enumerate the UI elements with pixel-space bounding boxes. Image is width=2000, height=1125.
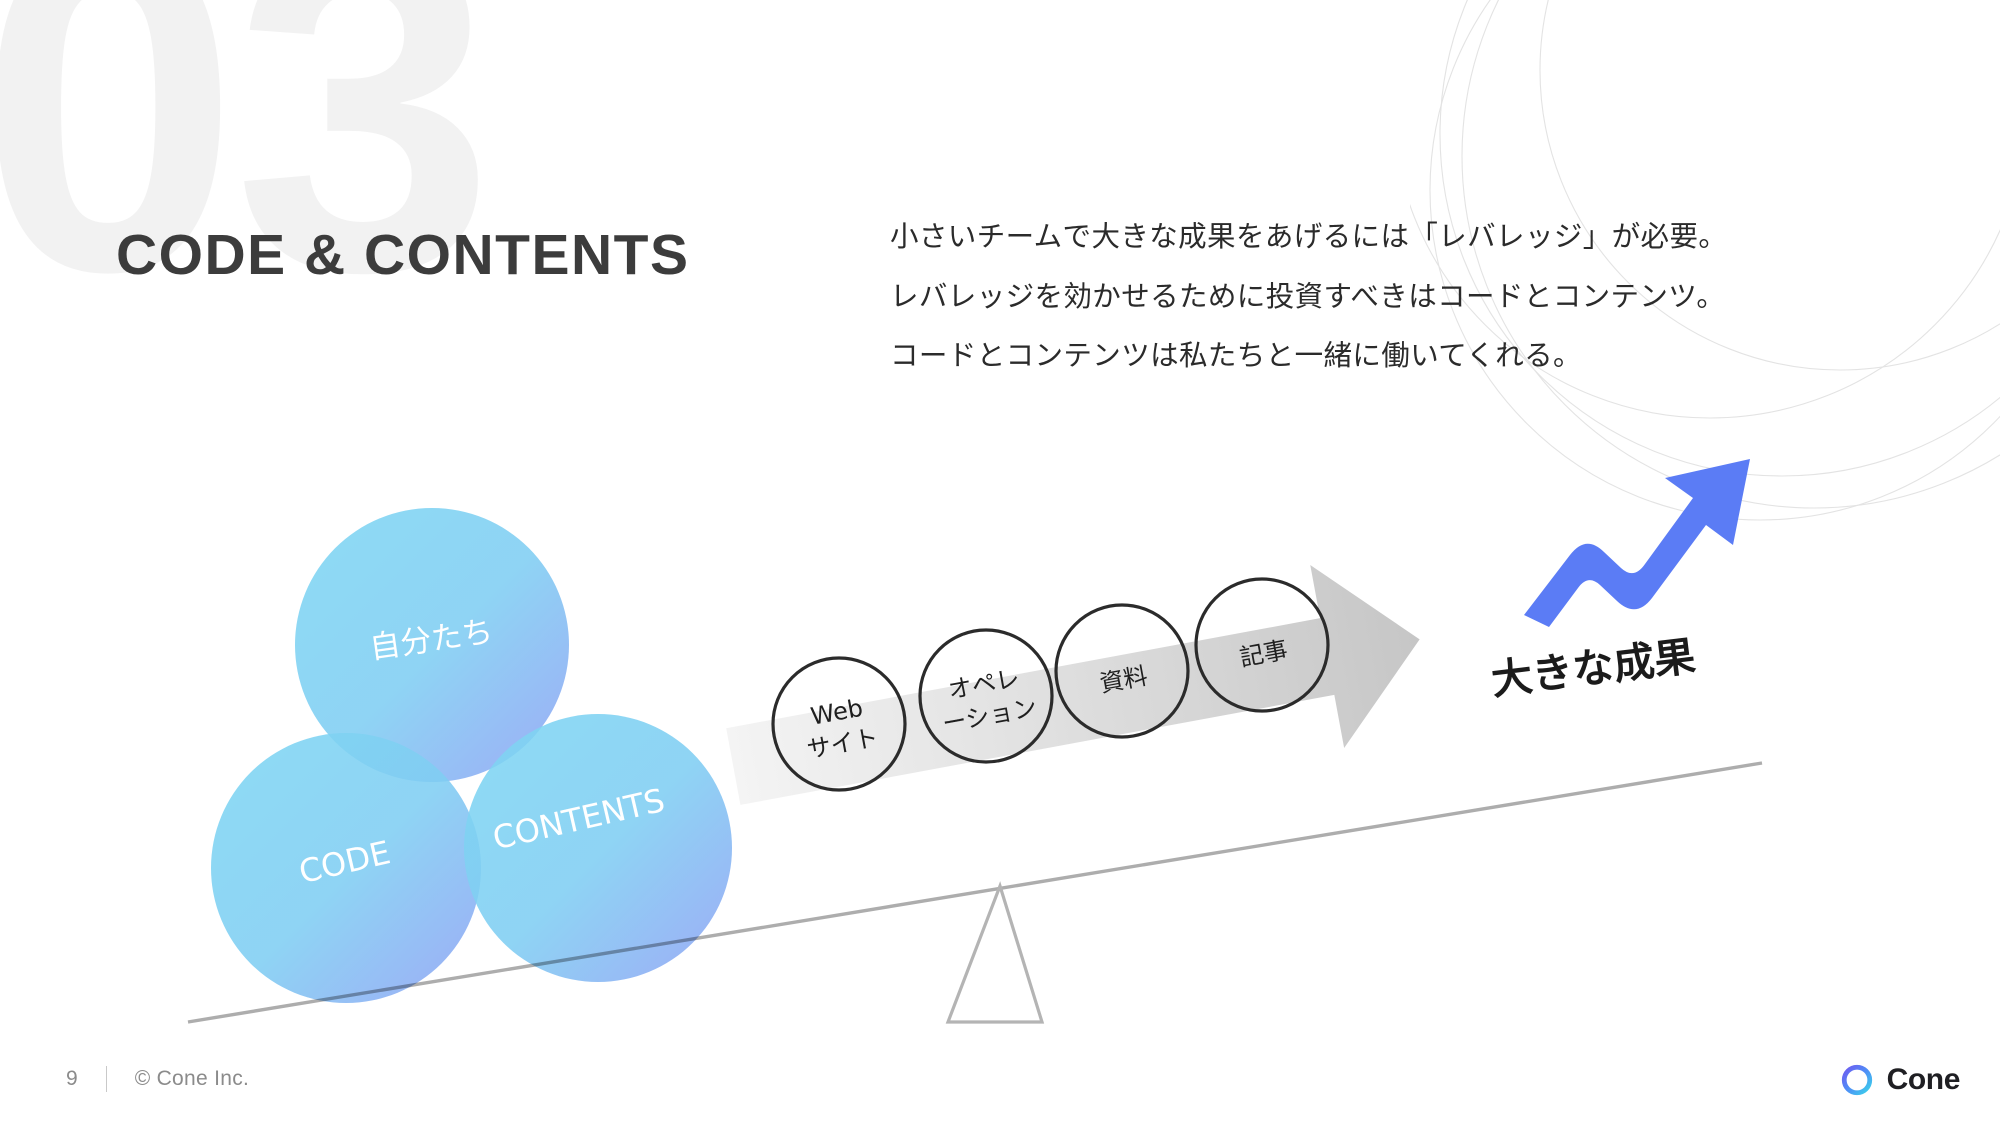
venn-circle-code [211, 733, 481, 1003]
brand-logo: Cone [1840, 1063, 1960, 1097]
cone-ring-icon [1841, 1064, 1872, 1096]
pipeline-circle-3 [1054, 603, 1190, 739]
body-line-2: レバレッジを効かせるために投資すべきはコードとコンテンツ。 [890, 279, 1726, 313]
fulcrum-triangle [945, 881, 1045, 1024]
footer-divider [105, 1066, 107, 1092]
body-line-1: 小さいチームで大きな成果をあげるには「レバレッジ」が必要。 [890, 220, 1728, 253]
body-copy: 小さいチームで大きな成果をあげるには「レバレッジ」が必要。 レバレッジを効かせる… [890, 220, 1728, 402]
pipeline-circle-1 [771, 656, 907, 792]
pipeline-circle-4 [1194, 577, 1330, 713]
pipeline-arrow [726, 565, 1420, 805]
lever-beam [187, 761, 1763, 1024]
copyright-text: © Cone Inc. [134, 1067, 250, 1090]
footer: 9 © Cone Inc. [66, 1066, 249, 1092]
lever-group [187, 761, 1763, 1024]
growth-arrow-icon [1524, 459, 1750, 627]
pipeline-circle-2 [918, 628, 1054, 764]
brand-name: Cone [1886, 1063, 1961, 1096]
body-line-3: コードとコンテンツは私たちと一緒に働いてくれる。 [890, 339, 1582, 372]
venn-circle-contents [464, 714, 732, 982]
outcome-label: 大きな成果 [1489, 632, 1698, 705]
venn-circle-team [295, 508, 569, 782]
page-number: 9 [66, 1067, 78, 1090]
page-title: CODE & CONTENTS [116, 223, 690, 287]
section-number-watermark: 03 [0, 0, 495, 369]
pipeline-circles [771, 577, 1330, 792]
venn-diagram [211, 508, 732, 1003]
decorative-rings [1410, 0, 2000, 521]
